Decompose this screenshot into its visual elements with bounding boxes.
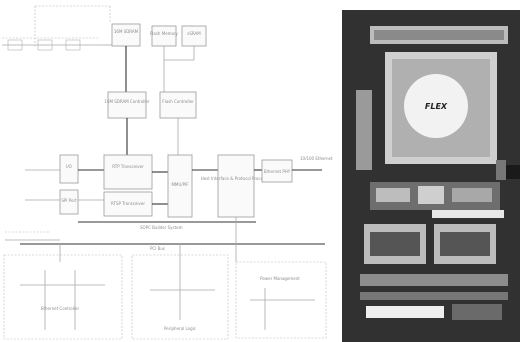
ethernet-out-label: 10/100 Ethernet <box>300 156 333 161</box>
sub-left-label: Ethernet Controller <box>41 306 80 311</box>
io-b-label: SPI Port <box>61 198 77 203</box>
flash-controller-label: Flash Controller <box>162 99 194 104</box>
host-interface-block: Host Interface & Protocol Processor <box>201 154 272 218</box>
pci-bus-label: PCI Bus <box>150 246 165 251</box>
rtp-transceiver-label: RTP Transceiver <box>112 164 144 169</box>
mmu-block: MMU/PIF <box>167 154 193 218</box>
sdram-controller-label: 16M SDRAM Controller <box>104 99 150 104</box>
flash-memory-label: Flash Memory <box>150 31 179 36</box>
top-left-wiring <box>2 37 112 51</box>
rtp-transceiver-block: RTP Transceiver <box>103 154 153 190</box>
io-b-block: SPI Port <box>59 189 79 215</box>
flash-controller-block: Flash Controller <box>159 91 197 119</box>
sram-label: sSRAM <box>187 31 201 36</box>
sram-block: sSRAM <box>181 25 207 47</box>
sdram-top-block: 16M SDRAM <box>111 23 141 47</box>
bottom-white-component <box>366 306 444 318</box>
rtsp-transceiver-block: RTSP Transceiver <box>103 191 153 217</box>
sopc-bus-label: SOPC Builder System <box>140 225 183 230</box>
rtsp-transceiver-label: RTSP Transceiver <box>111 201 145 206</box>
sdram-top-label: 16M SDRAM <box>114 29 139 34</box>
host-interface-label: Host Interface & Protocol Processor <box>201 176 272 181</box>
block-diagram: 16M SDRAM Flash Memory sSRAM 16M SDRAM C… <box>2 5 333 340</box>
sub-mid-label: Peripheral Logic <box>164 326 196 331</box>
io-a-block: I/O <box>59 154 79 184</box>
io-a-label: I/O <box>66 164 72 169</box>
subsystem-left: Ethernet Controller <box>3 254 123 340</box>
sdram-controller-block: 16M SDRAM Controller <box>104 91 150 119</box>
subsystem-mid: Peripheral Logic <box>131 254 229 340</box>
left-header <box>356 90 372 170</box>
ethernet-phy-label: Ethernet PHY <box>264 169 291 174</box>
chip-logo: FLEX <box>425 102 448 111</box>
pin-row-1 <box>360 274 508 286</box>
mmu-label: MMU/PIF <box>171 182 189 187</box>
chip-label-disk <box>404 74 468 138</box>
subsystem-right: Power Management <box>235 261 327 339</box>
sub-right-label: Power Management <box>260 276 300 281</box>
ethernet-phy-block: Ethernet PHY <box>261 159 293 183</box>
flash-memory-block: Flash Memory <box>150 25 179 47</box>
board-photo: FLEX <box>342 10 520 342</box>
